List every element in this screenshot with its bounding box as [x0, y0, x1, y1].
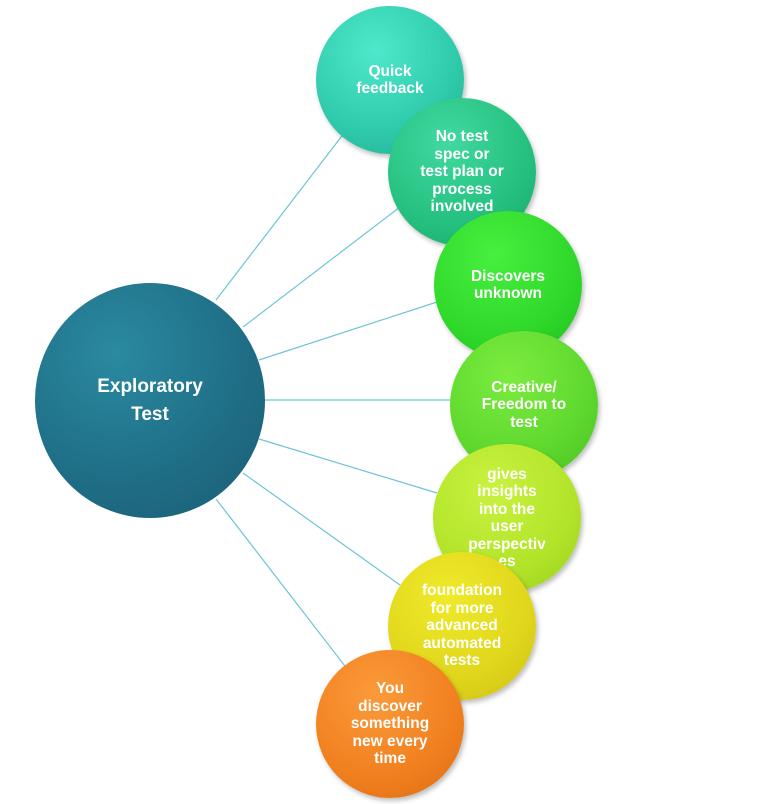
connector-line: [242, 206, 401, 328]
hub-node-exploratory-test: Exploratory Test: [35, 283, 265, 518]
connector-line: [215, 498, 349, 671]
node-discover-something-new: You discover something new every time: [316, 650, 464, 798]
node-label: You discover something new every time: [350, 680, 430, 768]
node-label: foundation for more advanced automated t…: [421, 582, 503, 670]
node-label: gives insights into the user perspectiv …: [468, 465, 546, 571]
connector-line: [258, 438, 438, 494]
node-automated-tests-foundation: foundation for more advanced automated t…: [388, 552, 536, 700]
connector-line: [242, 472, 401, 586]
connector-line: [258, 301, 438, 361]
node-label: Quick feedback: [356, 62, 424, 98]
hub-label: Exploratory Test: [97, 375, 203, 425]
connector-line: [215, 127, 349, 301]
node-label: Creative/ Freedom to test: [481, 378, 567, 431]
node-label: Discovers unknown: [470, 267, 546, 303]
node-label: No test spec or test plan or process inv…: [420, 128, 504, 216]
